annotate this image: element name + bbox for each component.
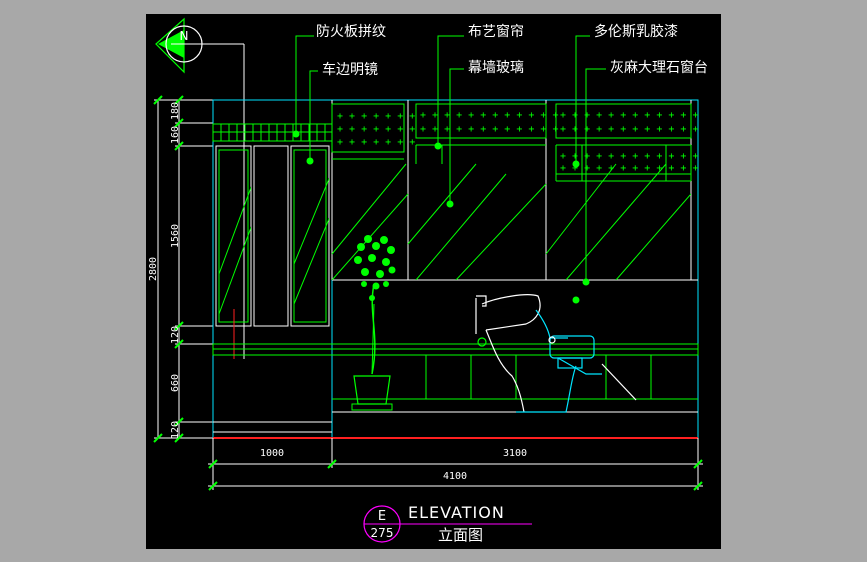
dim-120-bottom: 120 xyxy=(170,421,181,439)
vertical-dimensions xyxy=(153,95,213,443)
svg-text:+ + + + + + +: + + + + + + + xyxy=(337,137,415,148)
dim-1000: 1000 xyxy=(260,448,284,459)
callout-leaders xyxy=(292,35,606,304)
north-label: N xyxy=(180,29,189,43)
svg-text:+ + + + + + + + + + + +: + + + + + + + + + + + + xyxy=(420,110,558,121)
svg-text:+ + + + + + + + + + + +: + + + + + + + + + + + + xyxy=(560,151,698,162)
callout-fireproof-board: 防火板拼纹 xyxy=(316,24,386,40)
title-english: ELEVATION xyxy=(408,503,505,522)
svg-text:+ + + + + + + + + + + +: + + + + + + + + + + + + xyxy=(420,124,558,135)
drawing-canvas[interactable]: N xyxy=(146,14,721,549)
title-block: E 275 ELEVATION 立面图 xyxy=(363,503,532,544)
dim-total-height: 2800 xyxy=(148,257,159,281)
callout-beveled-mirror: 车边明镜 xyxy=(322,61,378,78)
window-section: + + + + + + + + + + + + + + + + + + + + … xyxy=(331,100,698,281)
svg-text:+ + + + + + +: + + + + + + + xyxy=(337,111,415,122)
callout-fabric-curtain: 布艺窗帘 xyxy=(468,23,524,40)
dim-120-mid: 120 xyxy=(170,326,181,344)
svg-text:+ + + + + + + + + + + +: + + + + + + + + + + + + xyxy=(560,163,698,174)
title-letter: E xyxy=(378,509,386,524)
elevation-drawing: N xyxy=(148,17,708,544)
dim-160: 160 xyxy=(170,126,181,144)
dim-1560: 1560 xyxy=(170,224,181,248)
callout-latex-paint: 多伦斯乳胶漆 xyxy=(594,23,678,40)
dim-4100: 4100 xyxy=(443,471,467,482)
dim-180: 180 xyxy=(170,102,181,120)
callout-marble-sill: 灰麻大理石窗台 xyxy=(610,59,708,76)
callout-curtain-glass: 幕墙玻璃 xyxy=(468,59,524,76)
svg-text:+ + + + + + + + + + + +: + + + + + + + + + + + + xyxy=(560,124,698,135)
potted-plant-icon xyxy=(351,235,396,411)
dim-660: 660 xyxy=(170,374,181,392)
title-sheet-number: 275 xyxy=(371,526,394,540)
lower-cabinets xyxy=(332,355,698,413)
horizontal-dimensions xyxy=(208,438,703,491)
dim-3100: 3100 xyxy=(503,448,527,459)
north-arrow-icon: N xyxy=(155,17,245,359)
svg-text:+ + + + + + + + + + + +: + + + + + + + + + + + + xyxy=(560,110,698,121)
title-chinese: 立面图 xyxy=(438,526,483,544)
svg-text:+ + + + + + +: + + + + + + + xyxy=(337,124,415,135)
wash-chair-icon xyxy=(475,294,637,413)
